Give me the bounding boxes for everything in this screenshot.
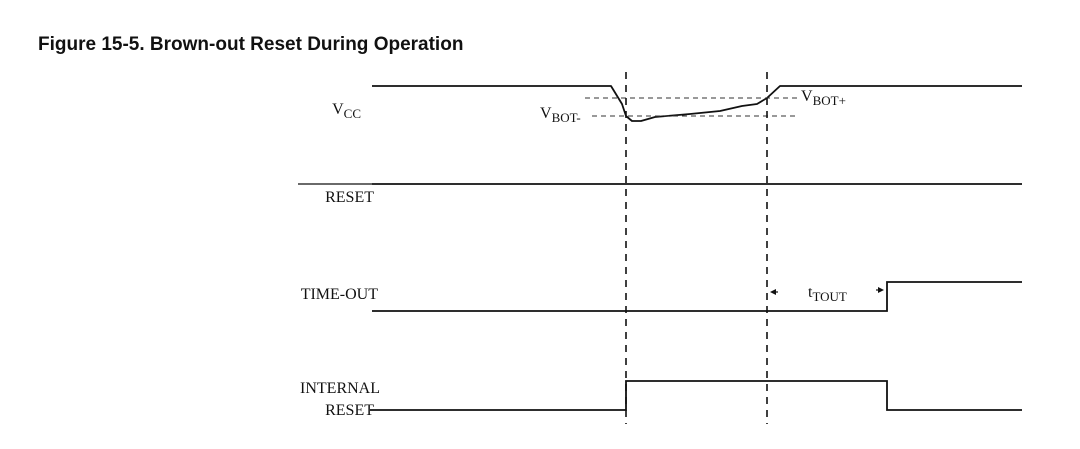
reset-label: RESET [325,189,374,207]
vcc-label-sub: CC [343,106,361,121]
vbot-plus-label: VBOT+ [801,88,846,109]
ttout-left-arrow-icon [770,289,778,295]
vbot-minus-main: V [540,105,552,122]
internal-reset-waveform [370,380,1022,411]
vbot-minus-sub: BOT- [551,110,581,125]
ttout-label: tTOUT [808,284,847,305]
internal-reset-label-line2: RESET [325,402,374,420]
timeout-waveform [372,281,1022,312]
vbot-plus-main: V [801,88,813,105]
vbot-minus-label: VBOT- [540,105,581,126]
ttout-main: t [808,284,813,301]
reset-label-text: RESET [325,189,374,206]
internal-reset-line2-text: RESET [325,402,374,419]
figure-title: Figure 15-5. Brown-out Reset During Oper… [38,34,464,55]
internal-reset-label-line1: INTERNAL [300,380,380,398]
vcc-waveform [372,85,1022,122]
vcc-label-main: V [332,101,344,118]
internal-reset-line1-text: INTERNAL [300,380,380,397]
timeout-label-text: TIME-OUT [300,286,378,303]
ttout-sub: TOUT [812,289,847,304]
ttout-right-arrow-icon [876,287,884,293]
vcc-label: VCC [332,101,361,122]
vbot-plus-sub: BOT+ [812,93,846,108]
timeout-label: TIME-OUT [301,286,378,304]
